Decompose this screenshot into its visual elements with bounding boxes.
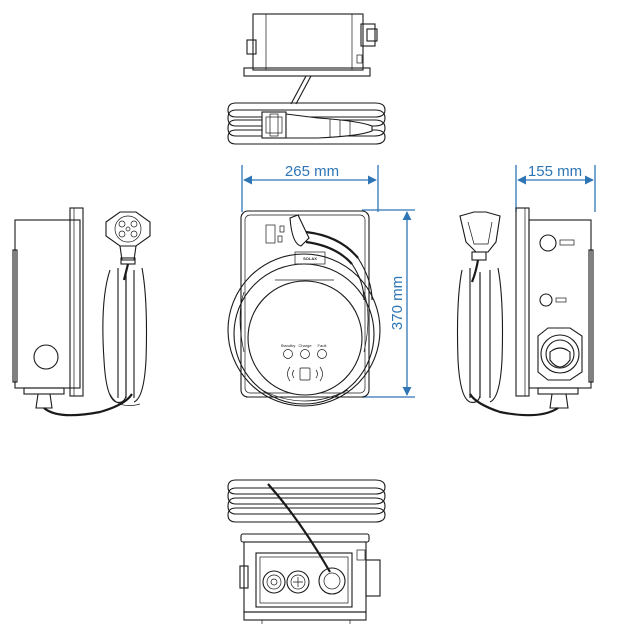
front-view: SOLAX Standby Charge Fault <box>227 210 381 407</box>
bottom-view <box>227 479 386 624</box>
brand-label: SOLAX <box>303 256 317 261</box>
left-side-view <box>12 207 151 417</box>
indicator-standby: Standby <box>281 343 296 359</box>
indicator-fault-label: Fault <box>318 343 328 348</box>
indicator-standby-label: Standby <box>281 343 296 348</box>
depth-dimension: 155 mm <box>515 163 596 212</box>
height-label: 370 mm <box>389 276 406 330</box>
indicator-fault: Fault <box>317 343 328 359</box>
width-dimension: 265 mm <box>241 163 379 212</box>
rfid-icon <box>287 366 323 382</box>
width-label: 265 mm <box>285 163 339 180</box>
height-dimension: 370 mm <box>362 209 415 398</box>
indicator-charge-label: Charge <box>298 343 312 348</box>
top-view <box>227 13 386 145</box>
depth-label: 155 mm <box>528 163 582 180</box>
indicator-charge: Charge <box>298 343 312 359</box>
right-side-view <box>456 207 594 417</box>
